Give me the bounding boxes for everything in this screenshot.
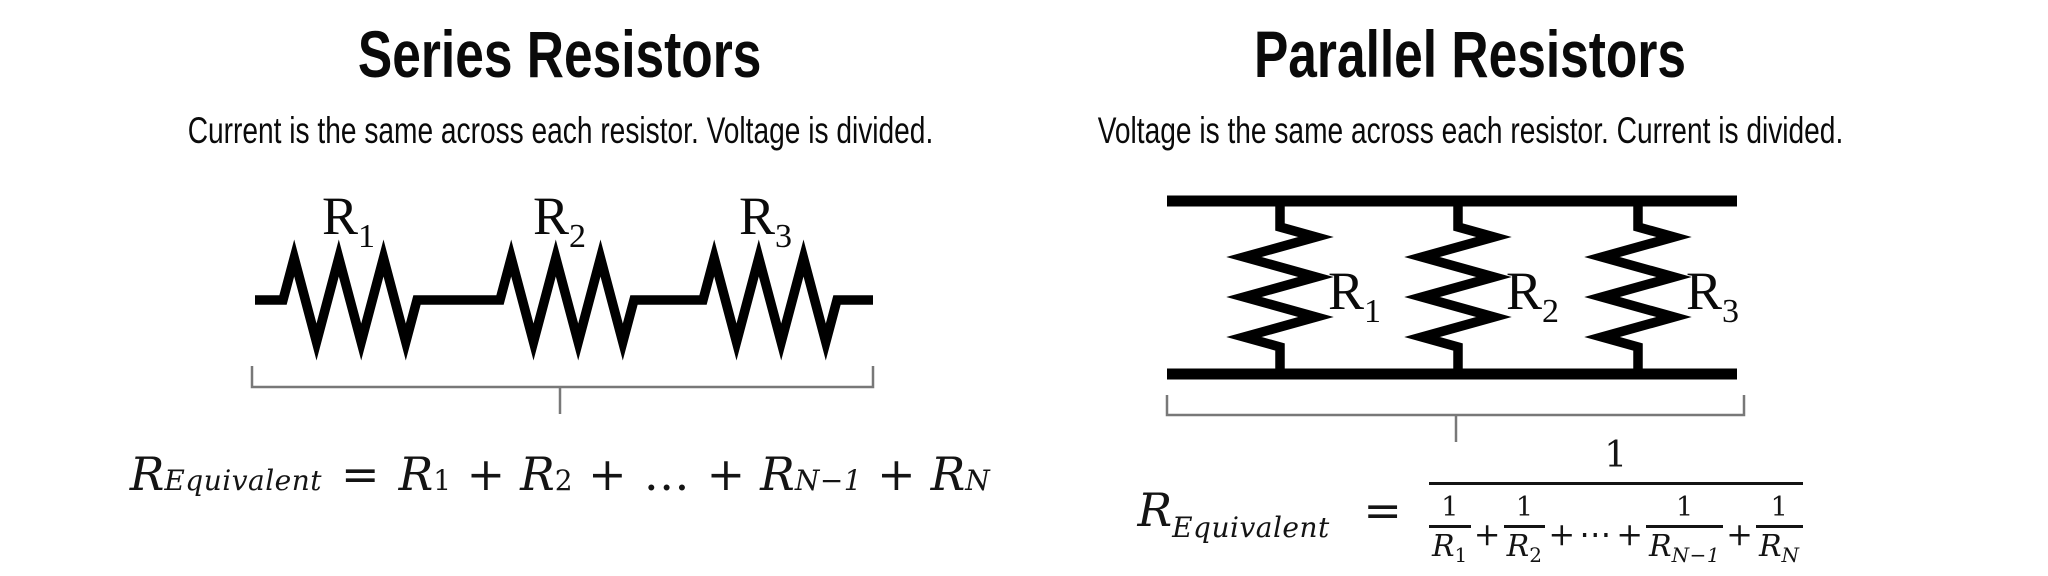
parallel-resistor-label-2: R2	[1506, 261, 1559, 330]
series-eq-term2-sub: 2	[554, 464, 574, 497]
plus-sign: +	[1726, 514, 1753, 553]
series-subtitle-text: Current is the same across each resistor…	[187, 110, 933, 151]
term4-numerator: 1	[1770, 492, 1788, 523]
series-title: Series Resistors	[48, 17, 1072, 91]
parallel-title: Parallel Resistors	[958, 17, 1982, 91]
series-eq-term1-sub: 1	[433, 464, 452, 497]
series-circuit-diagram: R1 R2 R3	[250, 186, 875, 414]
series-brace	[250, 366, 875, 389]
parallel-title-text: Parallel Resistors	[1253, 17, 1687, 91]
series-resistor-label-2-sub: 2	[569, 218, 586, 255]
series-resistor-label-3-base: R	[739, 186, 775, 246]
series-subtitle: Current is the same across each resistor…	[48, 110, 1072, 152]
series-resistor-label-1-sub: 1	[358, 218, 375, 255]
parallel-brace	[1165, 395, 1746, 417]
parallel-equation: REquivalent = 1 1 R1 + 1 R2 + ⋯	[958, 438, 1982, 565]
parallel-resistor-label-1: R1	[1328, 261, 1381, 330]
series-eq-term3-base: R	[760, 447, 795, 501]
parallel-eq-numerator: 1	[1604, 435, 1628, 476]
series-eq-term2-base: R	[520, 447, 555, 501]
series-resistor-label-2: R2	[533, 186, 586, 255]
parallel-resistor-label-3-sub: 3	[1722, 293, 1739, 330]
term1-denominator: R1	[1428, 525, 1471, 567]
parallel-resistor-label-3: R3	[1686, 261, 1739, 330]
series-resistor-label-3-sub: 3	[775, 218, 792, 255]
series-eq-lhs-sub: Equivalent	[164, 464, 323, 497]
term4-den-sub: N	[1781, 543, 1800, 567]
series-title-text: Series Resistors	[358, 17, 762, 91]
term4-denominator: RN	[1755, 525, 1803, 567]
series-resistor-label-2-base: R	[533, 186, 569, 246]
term2-numerator: 1	[1515, 492, 1534, 523]
series-eq-term4-sub: N	[965, 464, 991, 497]
equals-sign: =	[341, 447, 380, 501]
parallel-panel: Parallel Resistors Voltage is the same a…	[958, 0, 1982, 576]
series-eq-term4-base: R	[930, 447, 966, 501]
parallel-eq-denominator: 1 R1 + 1 R2 + ⋯ + 1 RN−1 +	[1428, 482, 1803, 567]
term1-numerator: 1	[1441, 492, 1459, 523]
parallel-eq-den-term1: 1 R1	[1428, 492, 1471, 567]
term2-den-sub: 2	[1529, 543, 1543, 567]
plus-sign: +	[877, 447, 916, 501]
term3-den-base: R	[1649, 529, 1672, 564]
parallel-eq-lhs: REquivalent =	[1137, 483, 1421, 544]
plus-sign: +	[466, 447, 506, 501]
series-resistor-label-3: R3	[739, 186, 792, 255]
series-resistor-label-1-base: R	[322, 186, 358, 246]
parallel-resistor-1	[1226, 201, 1334, 374]
parallel-resistor-label-1-sub: 1	[1364, 293, 1381, 330]
parallel-eq-lhs-base: R	[1137, 483, 1173, 537]
parallel-resistor-label-3-base: R	[1686, 261, 1722, 321]
parallel-resistor-label-2-base: R	[1506, 261, 1542, 321]
term2-denominator: R2	[1503, 525, 1546, 567]
plus-sign: +	[1616, 514, 1644, 553]
parallel-circuit-diagram: R1 R2 R3	[1165, 195, 1746, 442]
series-panel: Series Resistors Current is the same acr…	[48, 0, 1072, 576]
plus-sign: +	[1548, 514, 1576, 553]
ellipsis: …	[643, 447, 690, 501]
series-resistor-wire	[255, 239, 873, 361]
parallel-eq-den-term2: 1 R2	[1503, 492, 1546, 567]
term1-den-sub: 1	[1454, 543, 1468, 567]
parallel-resistor-label-2-sub: 2	[1542, 293, 1559, 330]
series-eq-lhs-base: R	[129, 447, 165, 501]
series-eq-term1-base: R	[398, 447, 434, 501]
series-eq-term3-sub: N−1	[794, 464, 863, 497]
parallel-eq-den-term4: 1 RN	[1755, 492, 1803, 567]
plus-sign: +	[1473, 514, 1501, 553]
equals-sign: =	[1363, 483, 1402, 537]
cdots: ⋯	[1579, 514, 1613, 553]
parallel-resistor-label-1-base: R	[1328, 261, 1364, 321]
parallel-subtitle: Voltage is the same across each resistor…	[958, 110, 1982, 152]
plus-sign: +	[588, 447, 627, 501]
term3-den-sub: N−1	[1671, 543, 1721, 567]
term3-numerator: 1	[1675, 492, 1694, 523]
parallel-eq-lhs-sub: Equivalent	[1172, 511, 1330, 544]
parallel-eq-den-term3: 1 RN−1	[1646, 492, 1724, 567]
term4-den-base: R	[1758, 529, 1782, 564]
series-resistor-label-1: R1	[322, 186, 375, 255]
parallel-resistor-3	[1584, 201, 1692, 374]
parallel-resistor-2	[1404, 201, 1512, 374]
term3-denominator: RN−1	[1646, 525, 1724, 567]
term1-den-base: R	[1431, 529, 1455, 564]
parallel-subtitle-text: Voltage is the same across each resistor…	[1097, 110, 1843, 151]
parallel-eq-fraction: 1 1 R1 + 1 R2 + ⋯ + 1 RN	[1428, 435, 1803, 567]
plus-sign: +	[706, 447, 746, 501]
term2-den-base: R	[1506, 529, 1530, 564]
